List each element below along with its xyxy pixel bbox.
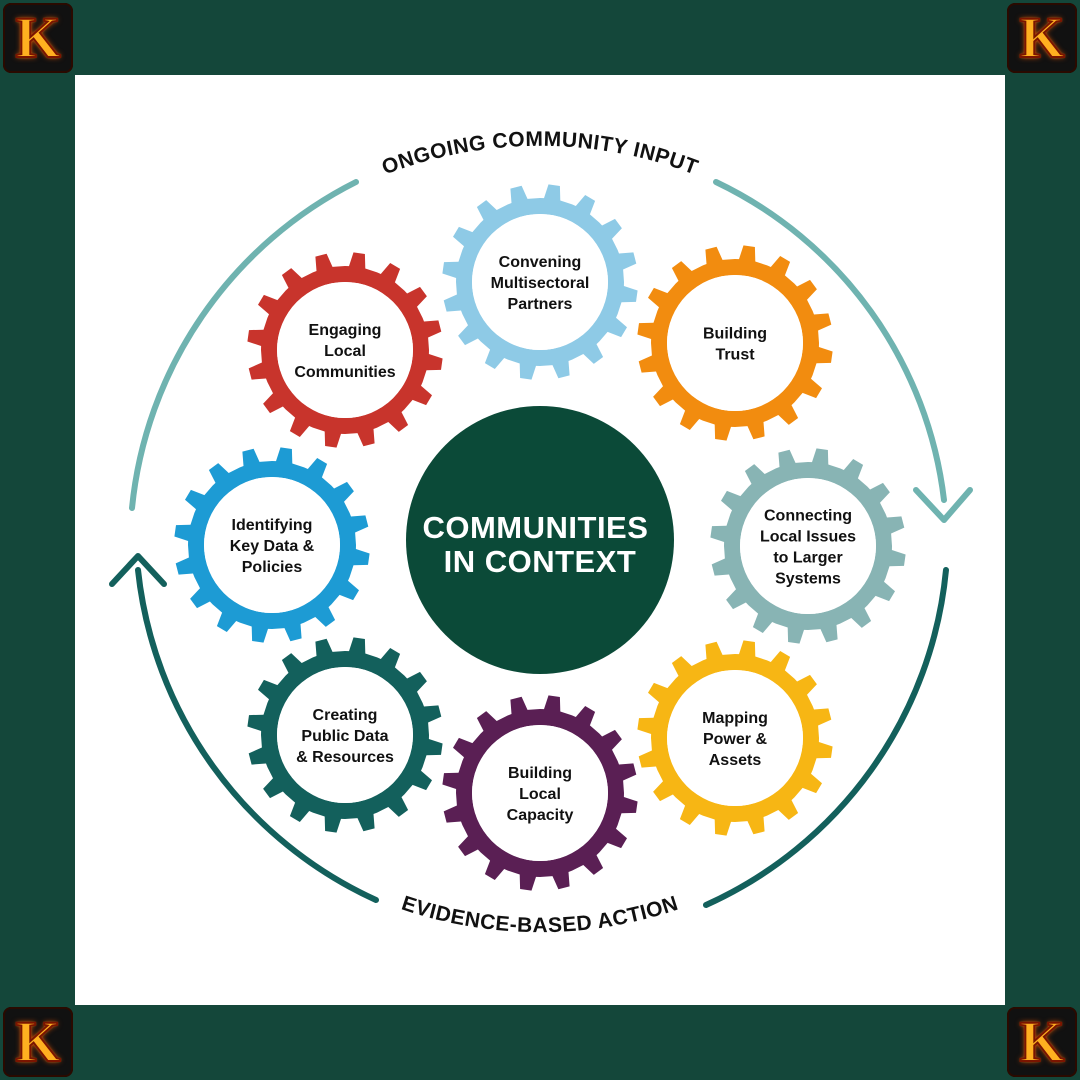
gear-label-line: Systems xyxy=(775,571,841,588)
corner-badge-top-left: K xyxy=(3,3,73,73)
gear-icon xyxy=(637,640,833,836)
gear-label-line: Engaging xyxy=(309,322,382,339)
center-circle xyxy=(406,406,674,674)
k-logo-icon: K xyxy=(1018,1009,1065,1074)
gear-label-line: Public Data xyxy=(301,728,388,745)
gear-label-line: Assets xyxy=(709,752,762,769)
gear-inner-circle xyxy=(204,477,340,613)
top-arc-left xyxy=(129,179,359,511)
gear-label-line: Key Data & xyxy=(230,538,315,555)
gear-label-line: Building xyxy=(508,765,572,782)
gear-label-line: Connecting xyxy=(764,508,852,525)
gear-icon xyxy=(710,448,906,644)
gear-label-line: Communities xyxy=(294,364,395,381)
gear-label-line: Multisectoral xyxy=(491,275,590,292)
gear-label-line: to Larger xyxy=(773,550,842,567)
gear-inner-circle xyxy=(667,670,803,806)
k-logo-icon: K xyxy=(1018,5,1065,70)
center-title-line-1: COMMUNITIES xyxy=(422,510,648,545)
gear-label-line: Local xyxy=(519,786,561,803)
gear-inner-circle xyxy=(277,282,413,418)
gear-label-line: Creating xyxy=(313,707,378,724)
gear-inner-circle xyxy=(740,478,876,614)
gear-label-line: Partners xyxy=(508,296,573,313)
top-arc-right xyxy=(713,179,947,503)
top-arc-arrowhead xyxy=(913,487,973,523)
center-title: COMMUNITIES IN CONTEXT xyxy=(422,510,657,579)
gear-label-line: Building xyxy=(703,326,767,343)
gear-label-line: Local Issues xyxy=(760,529,856,546)
gear-inner-circle xyxy=(277,667,413,803)
gear-icon xyxy=(174,447,370,643)
corner-badge-bottom-right: K xyxy=(1007,1007,1077,1077)
gear-label-line: Power & xyxy=(703,731,767,748)
bottom-arc-left xyxy=(135,567,379,903)
gear-icon xyxy=(637,245,833,441)
gear-inner-circle xyxy=(667,275,803,411)
gear-icon xyxy=(442,695,638,891)
gear-label-line: Trust xyxy=(715,347,755,364)
gear-label-line: Policies xyxy=(242,559,303,576)
gear-label-line: Local xyxy=(324,343,366,360)
bottom-arc-label: EVIDENCE-BASED ACTION xyxy=(399,892,681,937)
gear-label-line: Convening xyxy=(499,254,582,271)
cycle-diagram: ONGOING COMMUNITY INPUT EVIDENCE-BASED A… xyxy=(109,128,973,937)
gear-label-line: Identifying xyxy=(232,517,313,534)
corner-badge-bottom-left: K xyxy=(3,1007,73,1077)
center-title-line-2: IN CONTEXT xyxy=(444,544,637,579)
k-logo-icon: K xyxy=(14,5,61,70)
gear-label-line: Capacity xyxy=(507,807,574,824)
gear-icon xyxy=(247,637,443,833)
corner-badge-top-right: K xyxy=(1007,3,1077,73)
gear-icon xyxy=(442,184,638,380)
bottom-arc-right xyxy=(703,567,949,908)
k-logo-icon: K xyxy=(14,1009,61,1074)
top-arc-label: ONGOING COMMUNITY INPUT xyxy=(379,128,701,180)
bottom-arc-arrowhead xyxy=(109,553,167,587)
gear-inner-circle xyxy=(472,725,608,861)
gear-icon xyxy=(247,252,443,448)
gear-label-line: Mapping xyxy=(702,710,768,727)
gear-label-line: & Resources xyxy=(296,749,394,766)
diagram-panel: ONGOING COMMUNITY INPUT EVIDENCE-BASED A… xyxy=(75,75,1005,1005)
gear-inner-circle xyxy=(472,214,608,350)
